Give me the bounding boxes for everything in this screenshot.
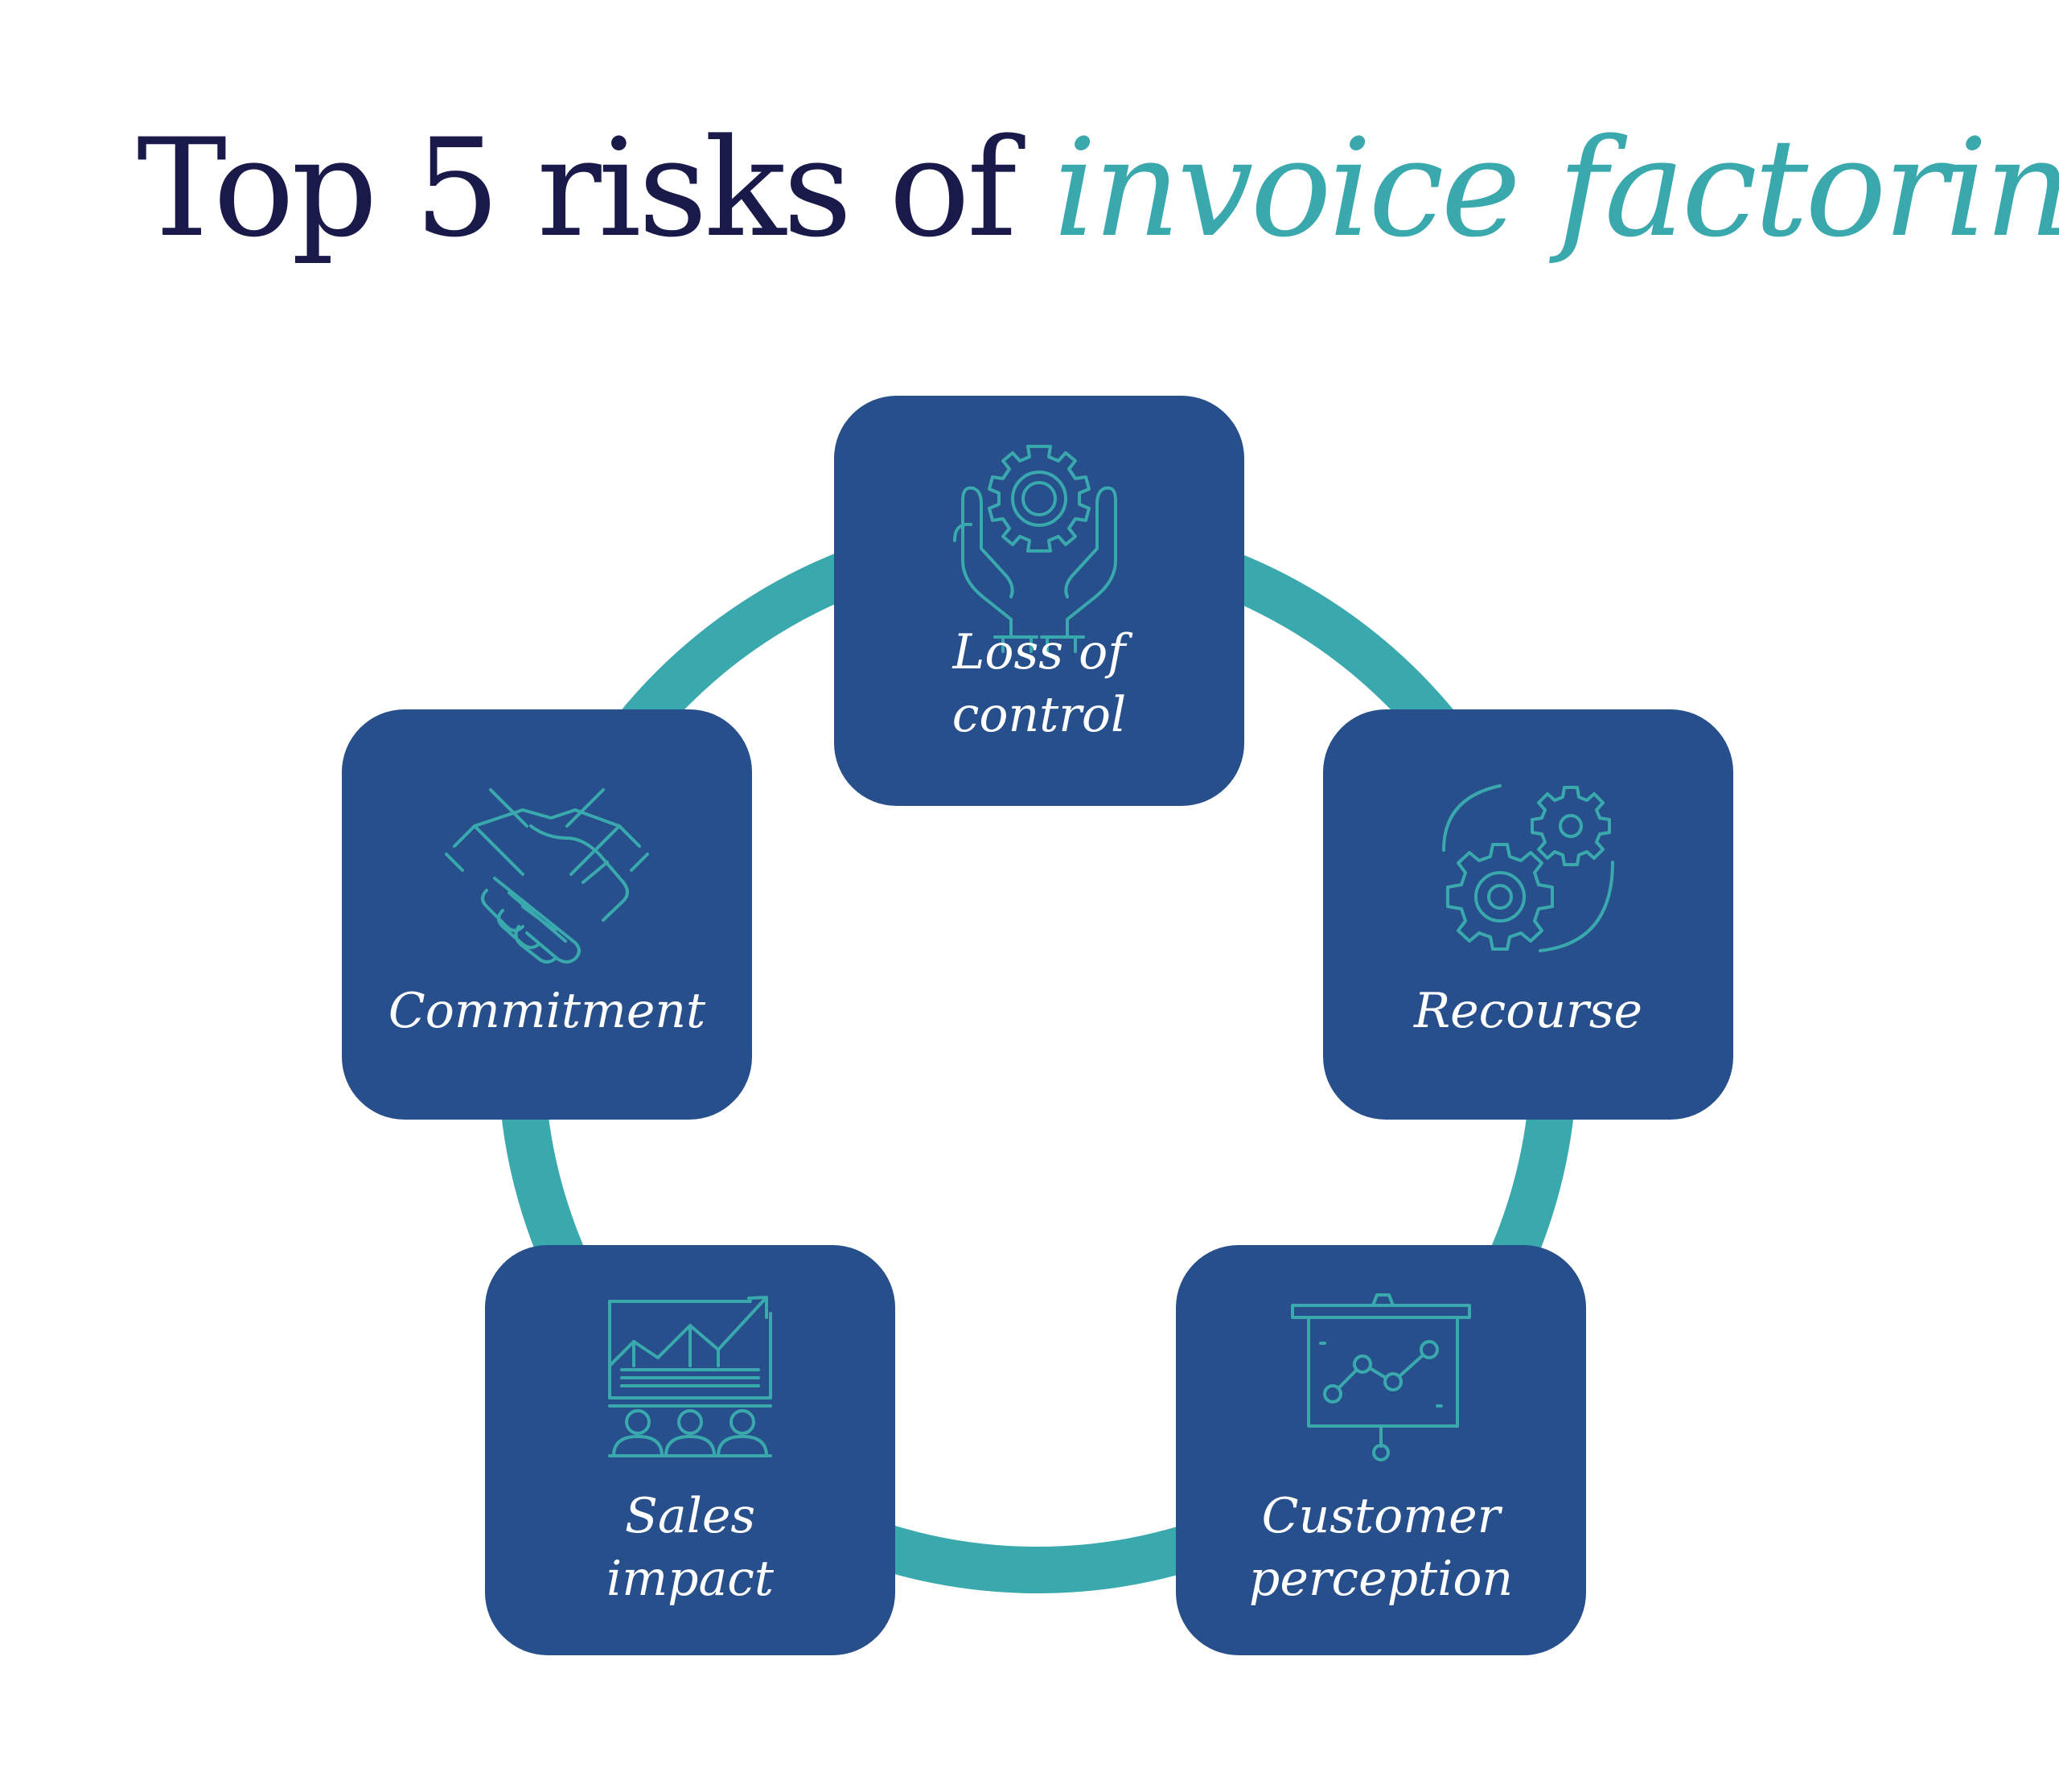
risk-label-line2: perception [1248,1551,1514,1607]
risk-card-sales-impact: Sales impact [485,1245,895,1655]
handshake-icon [445,788,649,964]
risk-label: Sales impact [485,1485,895,1610]
title-main: Top 5 risks of [137,109,1054,267]
risk-label-line1: Commitment [388,983,706,1039]
risk-card-loss-of-control: Loss of control [834,396,1244,806]
risk-label-line1: Recourse [1413,983,1643,1039]
risk-card-recourse: Recourse [1323,709,1733,1120]
risk-card-customer-perception: Customer perception [1176,1245,1586,1655]
hands-gear-icon [953,445,1117,653]
risk-label: Loss of control [834,621,1244,746]
risk-label-line1: Customer [1261,1488,1501,1544]
page-title: Top 5 risks of invoice factoring [137,121,2059,256]
risk-card-commitment: Commitment [342,709,752,1120]
risk-label-line1: Sales [624,1488,756,1544]
gears-cycle-icon [1442,784,1614,952]
risk-label-line2: impact [606,1551,774,1607]
risk-label: Customer perception [1176,1485,1586,1610]
sales-chart-people-icon [608,1296,772,1457]
risk-label: Commitment [342,980,752,1042]
risk-label-line2: control [951,687,1127,743]
title-accent: invoice factoring [1053,109,2059,267]
presentation-board-icon [1291,1293,1471,1461]
risk-label: Recourse [1323,980,1733,1042]
risk-label-line1: Loss of [952,624,1126,680]
